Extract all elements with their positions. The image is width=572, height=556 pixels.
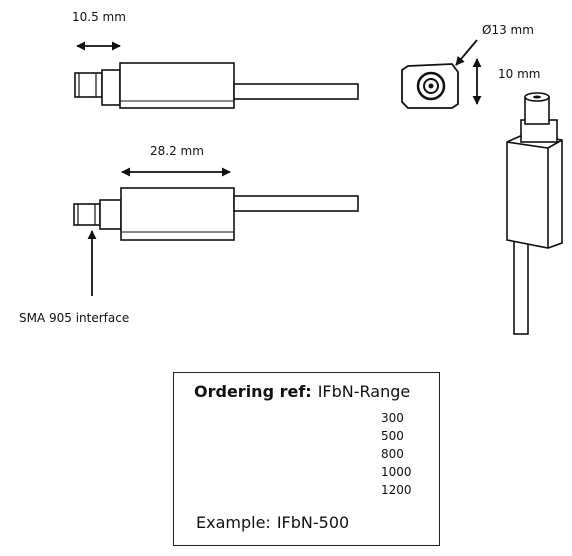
dimension-label-diameter: Ø13 mm [482, 23, 534, 37]
range-item: 1200 [381, 483, 412, 497]
dimension-label-height: 10 mm [498, 67, 540, 81]
side-view-top [74, 41, 359, 109]
diameter-pointer-arrow [455, 39, 478, 66]
example-line: Example: IFbN-500 [196, 513, 349, 532]
interface-label: SMA 905 interface [19, 311, 129, 325]
ordering-box: Ordering ref: IFbN-Range 300 500 800 1000… [173, 372, 440, 546]
range-item: 500 [381, 429, 404, 443]
ordering-ref-value: IFbN-Range [317, 382, 411, 401]
ordering-heading: Ordering ref: IFbN-Range [194, 382, 410, 401]
perspective-fiber [513, 231, 529, 335]
fiber-tube [233, 83, 359, 100]
sma-collar [101, 69, 121, 106]
fiber-tube [233, 195, 359, 212]
perspective-body [506, 133, 563, 249]
range-item: 300 [381, 411, 404, 425]
range-item: 1000 [381, 465, 412, 479]
end-view [401, 39, 482, 109]
dimension-label-tip: 10.5 mm [72, 10, 126, 24]
perspective-view [506, 92, 563, 335]
sma-collar [99, 199, 122, 230]
end-view-core [428, 83, 434, 89]
example-value: IFbN-500 [276, 513, 350, 532]
range-item: 800 [381, 447, 404, 461]
example-label: Example: [196, 513, 271, 532]
ordering-ref-label: Ordering ref: [194, 382, 312, 401]
probe-body [120, 187, 235, 241]
side-view-bottom [73, 167, 359, 296]
range-list: 300 500 800 1000 1200 [381, 409, 412, 499]
dimension-label-body: 28.2 mm [150, 144, 204, 158]
